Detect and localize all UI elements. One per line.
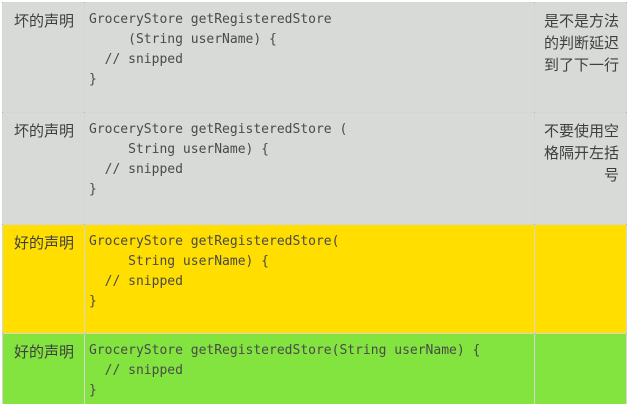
code-cell: GroceryStore getRegisteredStore(String u…	[84, 333, 535, 404]
note-text: 不要使用空格隔开左括号	[543, 123, 619, 184]
table-row: 坏的声明 GroceryStore getRegisteredStore (St…	[2, 2, 627, 113]
row-label: 好的声明	[14, 344, 75, 361]
note-cell: 是不是方法的判断延迟到了下一行	[534, 2, 627, 113]
row-label: 好的声明	[14, 235, 75, 252]
row-label-cell: 好的声明	[2, 224, 85, 334]
row-label: 坏的声明	[14, 13, 75, 30]
note-text: 是不是方法的判断延迟到了下一行	[543, 13, 619, 74]
row-label-cell: 坏的声明	[2, 2, 85, 113]
table-row: 坏的声明 GroceryStore getRegisteredStore ( S…	[2, 112, 627, 225]
code-snippet: GroceryStore getRegisteredStore( String …	[89, 234, 340, 309]
row-label: 坏的声明	[14, 123, 75, 140]
table-row: 好的声明 GroceryStore getRegisteredStore( St…	[2, 224, 627, 334]
code-snippet: GroceryStore getRegisteredStore(String u…	[89, 343, 481, 398]
code-snippet: GroceryStore getRegisteredStore (String …	[89, 12, 332, 87]
note-cell	[534, 333, 627, 404]
note-cell	[534, 224, 627, 334]
row-label-cell: 好的声明	[2, 333, 85, 404]
code-cell: GroceryStore getRegisteredStore (String …	[84, 2, 535, 113]
table-row: 好的声明 GroceryStore getRegisteredStore(Str…	[2, 333, 627, 404]
row-label-cell: 坏的声明	[2, 112, 85, 225]
note-cell: 不要使用空格隔开左括号	[534, 112, 627, 225]
code-cell: GroceryStore getRegisteredStore ( String…	[84, 112, 535, 225]
code-cell: GroceryStore getRegisteredStore( String …	[84, 224, 535, 334]
code-snippet: GroceryStore getRegisteredStore ( String…	[89, 122, 348, 197]
